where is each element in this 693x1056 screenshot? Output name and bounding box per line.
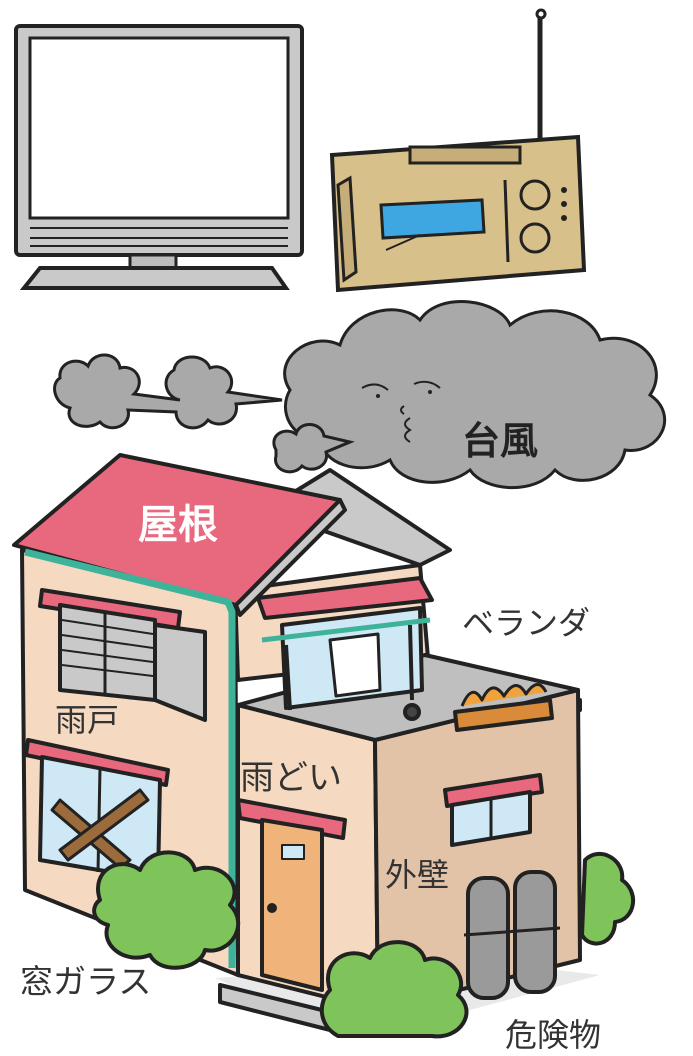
label-hazardous-items: 危険物 [505,1016,602,1054]
label-window-glass: 窓ガラス [20,962,152,1001]
label-gutter: 雨どい [240,758,342,798]
typhoon-cloud-icon [53,300,667,490]
label-exterior-wall: 外壁 [385,856,450,894]
label-typhoon: 台風 [462,419,539,463]
label-roof: 屋根 [138,502,218,548]
label-storm-shutter: 雨戸 [55,701,120,739]
house-icon [12,453,636,1039]
radio-icon [329,8,587,293]
tv-icon [14,24,304,290]
label-veranda: ベランダ [462,604,591,642]
